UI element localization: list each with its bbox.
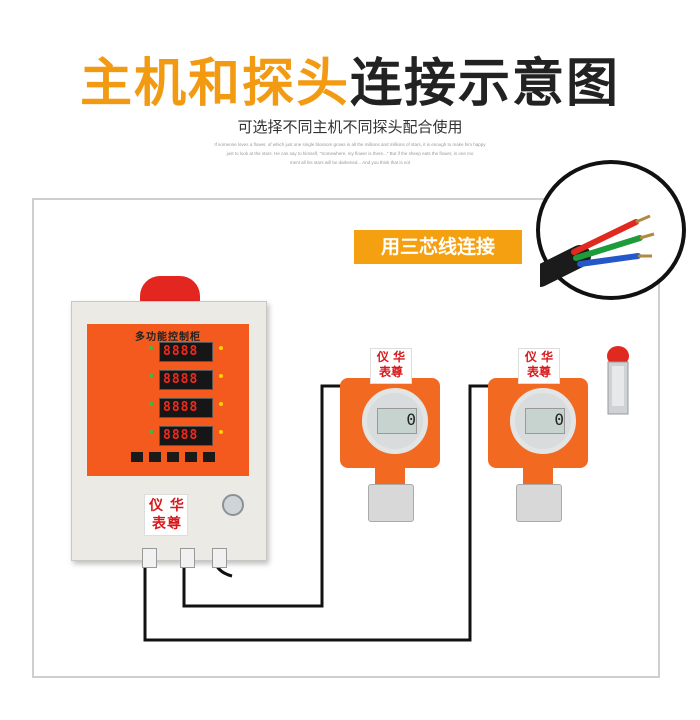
detector-neck bbox=[375, 468, 405, 486]
title-highlight: 主机和探头 bbox=[79, 54, 350, 114]
connection-tag: 用三芯线连接 bbox=[354, 230, 522, 264]
display-3: 8888 bbox=[159, 398, 213, 418]
cable-closeup bbox=[536, 160, 686, 300]
page-title: 主机和探头连接示意图 bbox=[0, 54, 700, 114]
brand-line-1: 仪 华 bbox=[149, 498, 185, 514]
wire-to-detector-2 bbox=[143, 384, 492, 642]
gas-detector-2: 0 仪 华 表尊 bbox=[478, 348, 598, 538]
display-4: 8888 bbox=[159, 426, 213, 446]
alarm-led bbox=[219, 430, 223, 434]
english-line-1: If someone loves a flower, of which just… bbox=[214, 142, 486, 147]
controller-faceplate: 多功能控制柜 8888 8888 8888 8888 bbox=[87, 324, 249, 476]
detector-brand-line-1: 仪 华 bbox=[524, 350, 554, 364]
cable-gland bbox=[212, 548, 227, 568]
display-4-value: 8888 bbox=[163, 428, 199, 443]
detector-neck bbox=[523, 468, 553, 486]
detector-sensor bbox=[516, 484, 562, 522]
english-line-3: ment all his stars will be darkened... A… bbox=[289, 160, 411, 165]
alarm-led bbox=[219, 402, 223, 406]
page-subtitle: 可选择不同主机不同探头配合使用 bbox=[237, 118, 463, 136]
panel-button[interactable] bbox=[167, 452, 179, 462]
english-line-2: just to look at the stars. He can say to… bbox=[226, 151, 474, 156]
display-3-value: 8888 bbox=[163, 400, 199, 415]
status-led bbox=[149, 430, 153, 434]
status-led bbox=[149, 346, 153, 350]
detector-brand-label: 仪 华 表尊 bbox=[518, 348, 560, 384]
display-1-value: 8888 bbox=[163, 344, 199, 359]
detector-sensor bbox=[368, 484, 414, 522]
panel-button[interactable] bbox=[203, 452, 215, 462]
cable-gland bbox=[142, 548, 157, 568]
gas-detector-1: 0 仪 华 表尊 bbox=[330, 348, 450, 538]
three-core-cable-icon bbox=[540, 214, 655, 287]
detector-reading: 0 bbox=[525, 408, 565, 434]
detector-reading: 0 bbox=[377, 408, 417, 434]
english-filler-text: If someone loves a flower, of which just… bbox=[210, 140, 490, 167]
controller-title: 多功能控制柜 bbox=[135, 332, 201, 343]
key-lock-icon[interactable] bbox=[222, 494, 244, 516]
panel-button[interactable] bbox=[149, 452, 161, 462]
controller-brand-label: 仪 华 表尊 bbox=[144, 494, 188, 536]
detector-window: 0 bbox=[362, 388, 428, 454]
status-led bbox=[149, 374, 153, 378]
display-2-value: 8888 bbox=[163, 372, 199, 387]
panel-button[interactable] bbox=[185, 452, 197, 462]
display-2: 8888 bbox=[159, 370, 213, 390]
cable-gland bbox=[180, 548, 195, 568]
detector-housing: 0 bbox=[340, 378, 440, 468]
detector-brand-line-1: 仪 华 bbox=[376, 350, 406, 364]
brand-line-2: 表尊 bbox=[152, 516, 182, 532]
alarm-led bbox=[219, 374, 223, 378]
wire-to-detector-1 bbox=[182, 384, 344, 608]
display-1: 8888 bbox=[159, 342, 213, 362]
detector-window: 0 bbox=[510, 388, 576, 454]
alarm-light bbox=[140, 276, 200, 302]
diagram-frame bbox=[32, 198, 660, 678]
title-rest: 连接示意图 bbox=[350, 54, 621, 114]
detector-brand-line-2: 表尊 bbox=[378, 365, 403, 379]
beacon-lamp-icon bbox=[607, 346, 629, 415]
panel-button[interactable] bbox=[131, 452, 143, 462]
detector-brand-line-2: 表尊 bbox=[526, 365, 551, 379]
detector-brand-label: 仪 华 表尊 bbox=[370, 348, 412, 384]
status-led bbox=[149, 402, 153, 406]
detector-housing: 0 bbox=[488, 378, 588, 468]
alarm-led bbox=[219, 346, 223, 350]
controller-cabinet: 多功能控制柜 8888 8888 8888 8888 仪 华 表尊 bbox=[71, 301, 267, 568]
